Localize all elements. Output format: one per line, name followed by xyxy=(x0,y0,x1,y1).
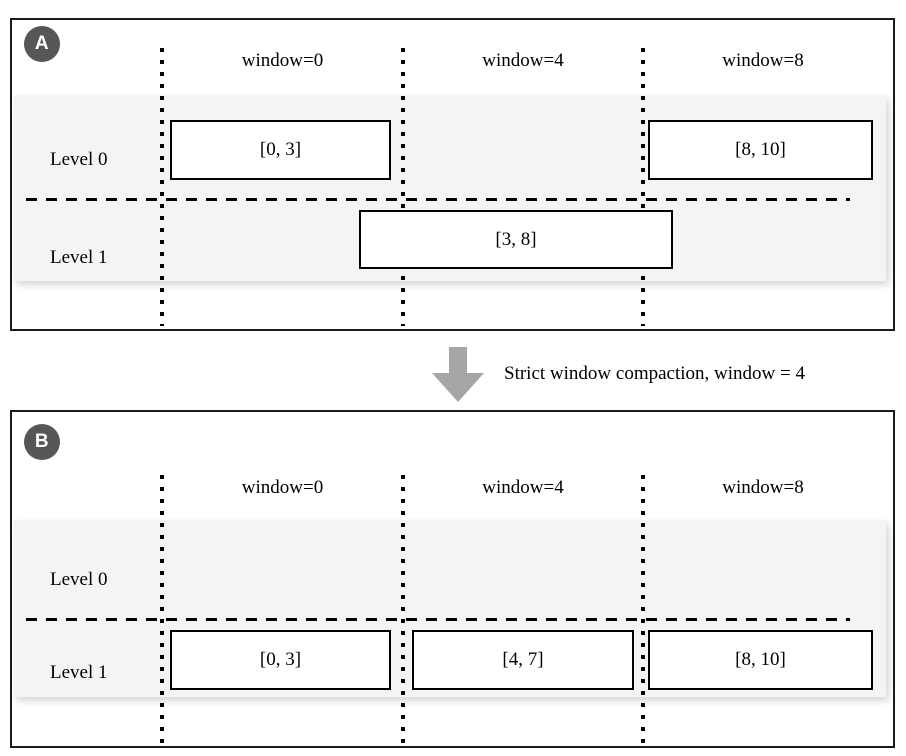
panel-b-level-label-0: Level 0 xyxy=(50,569,108,590)
panel-b-window-divider-1 xyxy=(401,475,405,746)
panel-a-badge: A xyxy=(24,26,60,62)
panel-a-window-divider-2 xyxy=(641,48,645,326)
panel-a-window-divider-1 xyxy=(401,48,405,326)
panel-b-window-divider-0 xyxy=(160,475,164,746)
panel-a-column-header-1: window=4 xyxy=(482,50,564,71)
panel-b-column-header-2: window=8 xyxy=(722,477,804,498)
panel-a-column-header-0: window=0 xyxy=(241,50,324,71)
panel-b: B window=0 window=4 window=8 Level 0 Lev… xyxy=(10,410,895,748)
panel-b-level-label-1: Level 1 xyxy=(50,662,108,683)
transition-caption: Strict window compaction, window = 4 xyxy=(504,363,805,384)
panel-b-column-header-0: window=0 xyxy=(241,477,324,498)
panel-b-interval-box-4-7: [4, 7] xyxy=(412,630,634,690)
arrow-down-icon xyxy=(432,347,484,402)
panel-a-interval-box-0-3: [0, 3] xyxy=(170,120,391,180)
panel-a-column-header-2: window=8 xyxy=(722,50,804,71)
panel-a-level-label-1: Level 1 xyxy=(50,247,108,268)
panel-b-badge: B xyxy=(24,424,60,460)
panel-a-level-label-0: Level 0 xyxy=(50,149,108,170)
panel-a-interval-box-3-8: [3, 8] xyxy=(359,210,673,269)
panel-a-window-divider-0 xyxy=(160,48,164,326)
panel-a: A window=0 window=4 window=8 Level 0 Lev… xyxy=(10,18,895,331)
transition-arrow xyxy=(428,347,488,403)
panel-b-column-header-1: window=4 xyxy=(482,477,564,498)
panel-b-interval-box-0-3: [0, 3] xyxy=(170,630,391,690)
panel-b-window-divider-2 xyxy=(641,475,645,746)
panel-b-interval-box-8-10: [8, 10] xyxy=(648,630,873,690)
panel-b-level-separator xyxy=(26,618,850,621)
panel-a-level-separator xyxy=(26,198,850,201)
panel-a-interval-box-8-10: [8, 10] xyxy=(648,120,873,180)
